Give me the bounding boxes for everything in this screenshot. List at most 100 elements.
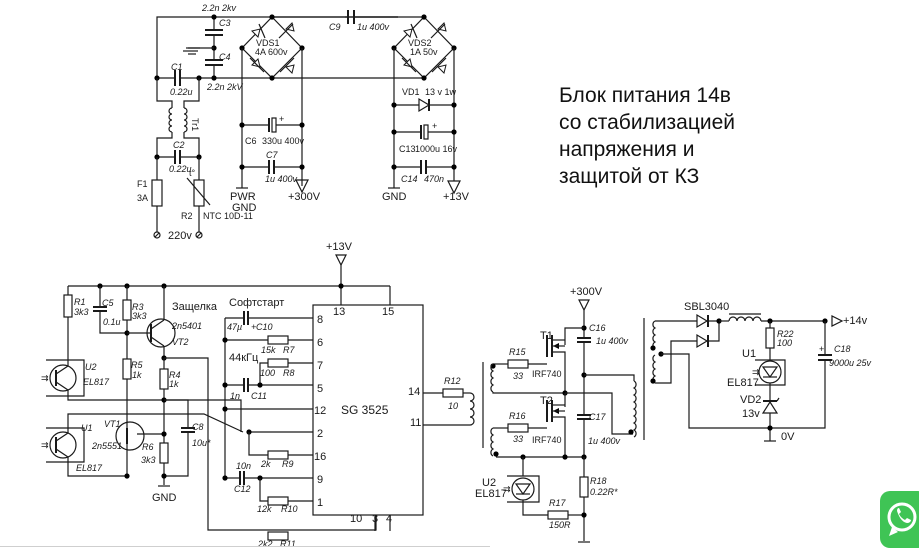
r6-value: 3k3 bbox=[141, 455, 156, 465]
c3-value: 2.2n 2kv bbox=[201, 3, 237, 13]
pin-6: 6 bbox=[317, 337, 323, 349]
c1-ref: C1 bbox=[171, 62, 183, 72]
r11-value: 2k2 bbox=[257, 539, 273, 548]
zero-volt-label: 0V bbox=[781, 431, 795, 443]
c12-ref: C12 bbox=[234, 484, 251, 494]
r4-ref: R4 bbox=[169, 370, 181, 380]
r11-ref: R11 bbox=[280, 539, 296, 548]
transistor-vt1 bbox=[115, 421, 145, 451]
r12-ref: R12 bbox=[444, 376, 461, 386]
svg-text:+: + bbox=[432, 121, 437, 131]
output-arrow bbox=[831, 315, 844, 327]
pin-10: 10 bbox=[350, 513, 362, 525]
schematic-title: Блок питания 14в со стабилизацией напряж… bbox=[559, 84, 736, 188]
r3-ref: R3 bbox=[132, 302, 144, 312]
pin-14: 14 bbox=[408, 386, 420, 398]
u1-left-value: EL817 bbox=[76, 463, 103, 473]
pin-8: 8 bbox=[317, 314, 323, 326]
softstart-label: Софтстарт bbox=[229, 297, 284, 309]
mains-input-label: 220v bbox=[168, 230, 192, 242]
r7-value: 15k bbox=[261, 345, 276, 355]
r8-value: 100 bbox=[260, 368, 275, 378]
f1-value: 3A bbox=[137, 193, 148, 203]
output-section: SBL3040 +14v R22 100 ⇉ U1 EL817 VD2 13v bbox=[650, 301, 872, 443]
r1-ref: R1 bbox=[74, 297, 86, 307]
c13-ref: C13 bbox=[399, 144, 416, 154]
r16-value: 33 bbox=[513, 434, 523, 444]
r17-value: 150R bbox=[549, 520, 571, 530]
c9-ref: C9 bbox=[329, 22, 341, 32]
r15-ref: R15 bbox=[509, 347, 527, 357]
resistor-r11 bbox=[267, 531, 289, 541]
t1-value: IRF740 bbox=[532, 369, 562, 379]
pin-1: 1 bbox=[317, 497, 323, 509]
r2-value: NTC 10D-11 bbox=[203, 211, 253, 221]
pin-16: 16 bbox=[314, 451, 326, 463]
output-choke bbox=[728, 316, 762, 322]
c9-value: 1u 400v bbox=[357, 22, 390, 32]
power-vcc-label: +300V bbox=[570, 286, 603, 298]
c14-value: 470n bbox=[424, 174, 444, 184]
r18-value: 0.22R* bbox=[590, 487, 618, 497]
control-vcc-label: +13V bbox=[326, 241, 353, 253]
f1-ref: F1 bbox=[137, 179, 148, 189]
zener-vd1 bbox=[418, 97, 431, 113]
pin-2: 2 bbox=[317, 428, 323, 440]
r2-mark: t° bbox=[189, 168, 196, 178]
u2-left-value: EL817 bbox=[83, 377, 110, 387]
pin-12: 12 bbox=[314, 405, 326, 417]
bottom-border-divider bbox=[0, 546, 490, 547]
c3-ref: C3 bbox=[219, 18, 231, 28]
vds1-ref: VDS1 bbox=[256, 38, 280, 48]
u2-right-value: EL817 bbox=[475, 488, 507, 500]
pin-4: 4 bbox=[386, 513, 392, 525]
mains-terminal-l bbox=[153, 231, 161, 239]
c5-ref: C5 bbox=[102, 298, 114, 308]
sbl3040-label: SBL3040 bbox=[684, 301, 729, 313]
c5-value: 0.1u bbox=[103, 317, 121, 327]
c10-value: 47µ bbox=[227, 322, 242, 332]
fuse-f1 bbox=[151, 179, 163, 207]
pin-15: 15 bbox=[382, 306, 394, 318]
vds2-ref: VDS2 bbox=[408, 38, 432, 48]
r5-ref: R5 bbox=[131, 360, 143, 370]
tr1-ref: Tr1 bbox=[190, 118, 200, 131]
r7-ref: R7 bbox=[283, 345, 295, 355]
vds1-value: 4A 600v bbox=[255, 47, 288, 57]
r5-value: 1k bbox=[132, 370, 142, 380]
mains-terminal-n bbox=[195, 231, 203, 239]
lv-output-label: +13V bbox=[443, 191, 470, 203]
c16-ref: C16 bbox=[589, 323, 606, 333]
pin-7: 7 bbox=[317, 360, 323, 372]
u1-right-ref: U1 bbox=[742, 348, 756, 360]
t2-value: IRF740 bbox=[532, 435, 562, 445]
c11-ref: C11 bbox=[251, 391, 267, 401]
frequency-label: 44кГц bbox=[229, 352, 259, 364]
svg-text:⇉: ⇉ bbox=[41, 373, 49, 383]
c6-value: 330u 400v bbox=[262, 136, 305, 146]
mains-section: C9 1u 400v 2.2n 2kv C3 C4 2.2n 2kV C1 0.… bbox=[137, 3, 470, 242]
c14-ref: C14 bbox=[401, 174, 418, 184]
pin-9: 9 bbox=[317, 474, 323, 486]
c2-value: 0.22u bbox=[169, 164, 192, 174]
r8-ref: R8 bbox=[283, 368, 295, 378]
r15-value: 33 bbox=[513, 371, 523, 381]
t1-ref: T1 bbox=[540, 330, 553, 342]
u2-left-ref: U2 bbox=[85, 362, 97, 372]
c18-value: 9000u 25v bbox=[829, 358, 872, 368]
whatsapp-glyph-icon bbox=[887, 502, 917, 536]
pwr-gnd-label-1: PWR bbox=[230, 191, 256, 203]
svg-text:+: + bbox=[819, 344, 824, 354]
pwr-gnd-label-2: GND bbox=[232, 202, 257, 214]
whatsapp-icon[interactable] bbox=[880, 491, 919, 548]
c11-value: 1n bbox=[230, 391, 240, 401]
power-section: R12 10 +300V C16 1u 400v C17 1u 400v T1 … bbox=[423, 286, 645, 543]
u1-left-ref: U1 bbox=[81, 423, 93, 433]
r18-ref: R18 bbox=[590, 476, 607, 486]
gnd-label-top: GND bbox=[382, 191, 407, 203]
c2-ref: C2 bbox=[173, 140, 185, 150]
c7-ref: C7 bbox=[266, 150, 278, 160]
vd1-value: 13 v 1w bbox=[425, 87, 457, 97]
zener-vd2 bbox=[761, 400, 779, 414]
